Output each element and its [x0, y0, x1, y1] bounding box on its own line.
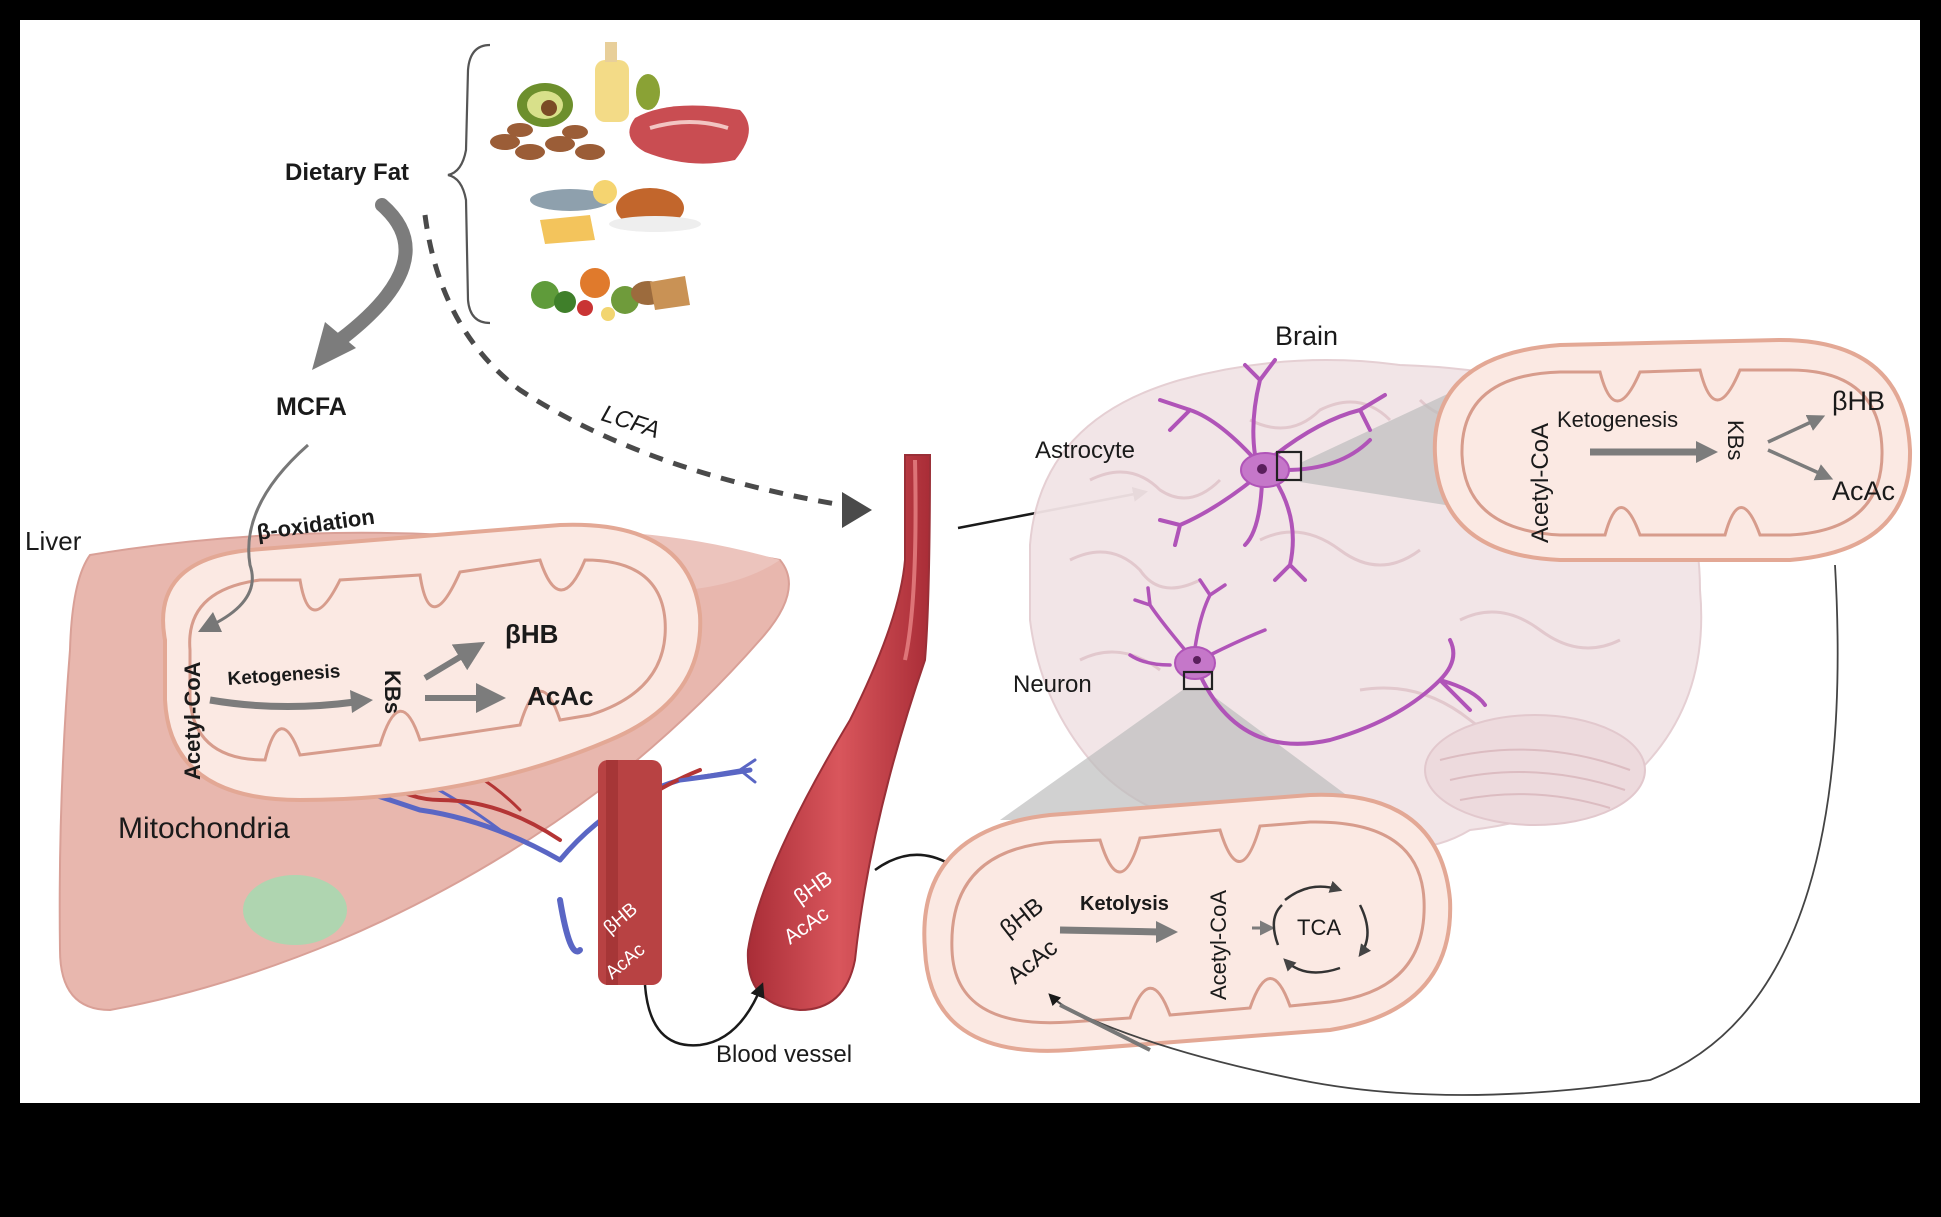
liver-acetyl-coa-label: Acetyl-CoA: [180, 661, 205, 780]
lcfa-dashed-arrow: [422, 214, 861, 511]
tca-label: TCA: [1297, 915, 1341, 940]
mcfa-arrow-shaft: [333, 198, 413, 347]
mcfa-arrowhead: [312, 322, 356, 370]
tca-cycle: [1272, 880, 1371, 974]
astro-acac-arrow: [1767, 448, 1834, 481]
gallbladder: [243, 875, 347, 945]
food-brace: [447, 43, 491, 325]
liver-kbs-label: KBs: [380, 670, 405, 714]
liver-ketogenesis-arrow: [209, 696, 356, 711]
liver-acac-label: AcAc: [527, 681, 593, 711]
liver-bhb-label: βHB: [505, 619, 558, 649]
lcfa-arrowhead: [842, 492, 872, 528]
astro-ketogenesis-label: Ketogenesis: [1557, 407, 1678, 432]
vein-to-vessel-arrow: [643, 982, 765, 1047]
beta-oxidation-arrow: [211, 443, 309, 627]
neuron-zoom-wedge: [1000, 689, 1380, 820]
neuron-mitochondrion: [922, 792, 1453, 1053]
astro-acetyl-coa-label: Acetyl-CoA: [1527, 423, 1554, 543]
astro-bhb-arrow: [1767, 414, 1826, 444]
neuron-acetyl-coa-label: Acetyl-CoA: [1206, 890, 1231, 1000]
mitochondria-label: Mitochondria: [118, 812, 290, 845]
astro-bhb-label: βHB: [1832, 386, 1885, 416]
blood-vessel: [746, 454, 932, 1012]
dietary-fat-label: Dietary Fat: [285, 159, 409, 186]
astro-kbs-label: KBs: [1723, 420, 1748, 460]
astro-acac-label: AcAc: [1832, 476, 1895, 506]
brain-label: Brain: [1275, 321, 1338, 351]
liver-label: Liver: [25, 526, 82, 556]
blood-vessel-label: Blood vessel: [716, 1041, 852, 1068]
mcfa-label: MCFA: [276, 393, 347, 421]
neuron-zoom-box: [1182, 670, 1214, 691]
neuron-ketolysis-arrow: [1059, 926, 1161, 936]
liver-bhb-arrow: [423, 641, 486, 681]
astrocyte-label: Astrocyte: [1035, 437, 1135, 464]
astro-to-neuron-arrow: [1059, 564, 1839, 1096]
food-icons: [490, 42, 749, 321]
astrocyte-zoom-box: [1275, 450, 1303, 482]
neuron-ketolysis-label: Ketolysis: [1080, 893, 1169, 915]
neuron-label: Neuron: [1013, 671, 1092, 698]
